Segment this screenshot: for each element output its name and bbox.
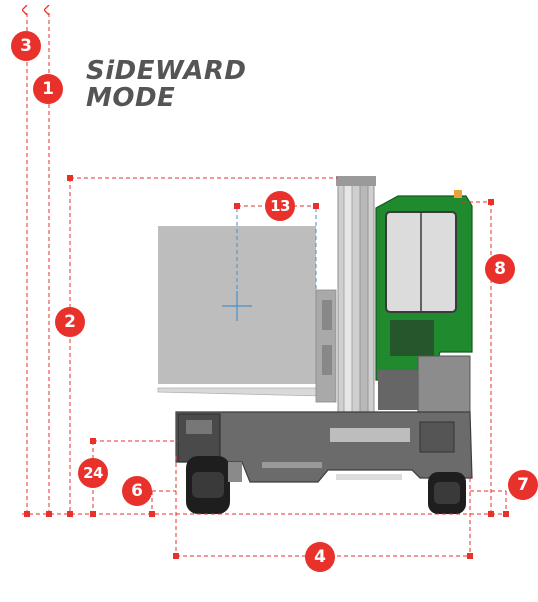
callout-6: 6: [122, 476, 152, 506]
control-block: [378, 370, 418, 410]
dimension-lines: [22, 10, 512, 557]
mast-rail: [359, 183, 369, 417]
callout-7: 7: [508, 470, 538, 500]
fork: [157, 387, 323, 397]
forklift-illustration: [157, 176, 473, 514]
stabilizer-pad: [186, 420, 212, 434]
beacon: [454, 190, 462, 198]
engine-housing: [417, 355, 471, 419]
cab-door-panel: [390, 320, 434, 356]
callout-4: 4: [305, 542, 335, 572]
chassis-detail: [262, 462, 322, 468]
callout-1: 1: [33, 74, 63, 104]
callout-3: 3: [11, 31, 41, 61]
mast: [337, 177, 375, 421]
fork-plate: [322, 300, 332, 330]
mast-top: [336, 176, 376, 186]
callout-24: 24: [78, 458, 108, 488]
callout-2: 2: [55, 307, 85, 337]
mode-title: SiDEWARD MODE: [86, 58, 246, 112]
rear-wheel-hub: [434, 482, 460, 504]
chassis-step: [419, 421, 455, 453]
mode-title-line1: SiDEWARD: [86, 56, 247, 86]
wheel-bracket: [228, 462, 242, 482]
fork-plate: [322, 345, 332, 375]
mast-rail: [343, 183, 353, 417]
front-wheel-hub: [192, 472, 224, 498]
dimension-endpoints: [24, 175, 509, 559]
load-center-marker: [222, 203, 319, 321]
chassis-detail: [336, 474, 402, 480]
callout-13: 13: [265, 191, 295, 221]
callout-8: 8: [485, 254, 515, 284]
chassis-detail: [330, 428, 410, 442]
mode-title-line2: MODE: [86, 83, 176, 113]
